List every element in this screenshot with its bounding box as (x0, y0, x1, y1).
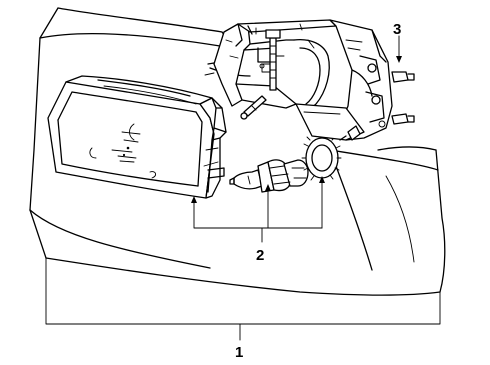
callout-1-label: 1 (235, 344, 243, 360)
headlamp-lens-icon (47, 75, 227, 199)
callout-3-label: 3 (393, 21, 401, 38)
mounting-bracket-icon (213, 19, 415, 141)
callout-2-label: 2 (256, 247, 264, 264)
bulb-icon (229, 159, 309, 193)
callout-leader-lines (45, 35, 441, 341)
